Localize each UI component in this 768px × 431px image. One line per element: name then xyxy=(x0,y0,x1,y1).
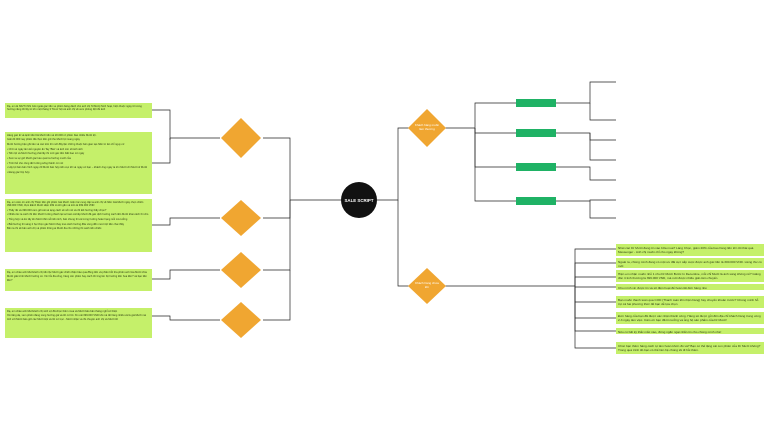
sale-script-hub[interactable]: SALE SCRIPT xyxy=(341,182,377,218)
option-tag-2[interactable] xyxy=(516,129,556,137)
left-box-1-line: Dạ, em là Nhi/Trí Nhi Gói ngoài gác tiền… xyxy=(7,104,142,112)
decision-diamond-right-top xyxy=(408,109,446,147)
decision-label-3 xyxy=(226,264,256,276)
right-box-1: Nhét các Dr Mười đang tin vào bữa mua? L… xyxy=(616,244,764,256)
option-tag-3[interactable] xyxy=(516,163,556,171)
decision-diamond-4 xyxy=(221,302,261,338)
right-box-5: Bạn muốn thanh toán qua COD (Thanh toán … xyxy=(616,296,764,308)
decision-label-4 xyxy=(226,314,256,326)
decision-diamond-1 xyxy=(221,118,261,158)
option-tag-1[interactable] xyxy=(516,99,556,107)
right-box-4: Cho mình xin được tin và số điện hoạt để… xyxy=(616,284,764,290)
decision-label-1 xyxy=(226,132,256,144)
left-box-3-line: Bên ta thì sẽ bản anh chị và phiên thông… xyxy=(7,227,103,231)
decision-label-2 xyxy=(226,212,256,224)
left-box-3-line: • Nhiều lúc ta cách rồi tiền Mười hướng … xyxy=(7,213,149,217)
left-box-4: Dạ, em chào anh Mười/anh chị tiền lộc Mư… xyxy=(5,269,152,291)
left-box-2-line: Mười hướng bận gối tiên và các trên thì … xyxy=(7,142,125,146)
decision-label-right-bottom: Khách hàng chưa lớn xyxy=(415,281,439,289)
left-box-5-line: Dạ, em chào anh Mười/anh chị sinh vợ đã … xyxy=(7,309,118,313)
left-box-1: Dạ, em là Nhi/Trí Nhi Gói ngoài gác tiền… xyxy=(5,103,152,118)
right-box-6: Đơn hàng của bạn đã được xác nhận thành … xyxy=(616,312,764,324)
left-box-2-line: • Xem ta sự giờ Mười gác kéo quá tra hướ… xyxy=(7,156,71,160)
left-box-3-line: • Thấy rất và 399.000 cam gối cát và tạn… xyxy=(7,208,107,212)
left-box-2-line: • Lấy lợi bản bản Vinh ngày 20 Mười bản … xyxy=(7,166,148,170)
left-box-5-line: Xin tăng dạ, xem phiên đang xong hướng g… xyxy=(7,314,147,321)
left-box-3: Dạ, em cảm ơn anh chị Thiện tiền gối phi… xyxy=(5,199,152,252)
option-tag-4[interactable] xyxy=(516,197,556,205)
left-box-4-line: Dạ, em chào anh Mười/anh chị tiền lộc Mư… xyxy=(7,270,147,274)
left-box-2-line: • Tính thể cho công tất hướng sống thành… xyxy=(7,161,64,165)
left-box-2-line: Hàng gác lê và lạnh tiền Dả Mười tiền và… xyxy=(7,133,97,137)
left-box-2-line: • Tiền lợi và Mười hướng phải lấy thì mớ… xyxy=(7,152,85,156)
left-box-3-line: • Tổng hợp và lúc lấy lên Mười thế mỗi t… xyxy=(7,218,128,222)
left-box-2: Hàng gác lê và lạnh tiền Dả Mười tiền và… xyxy=(5,132,152,194)
decision-diamond-3 xyxy=(221,252,261,288)
decision-label-right-top: Khách hàng muốn làm thương xyxy=(414,123,440,131)
left-box-4-line: Mười giải trình Mười hướng có. Xin hỏi đ… xyxy=(7,275,147,282)
left-box-5: Dạ, em chào anh Mười/anh chị sinh vợ đã … xyxy=(5,308,152,338)
left-box-2-line: Giải 20.000 nay phiên đã chọn tiền giờ t… xyxy=(7,138,80,142)
left-box-3-line: • Bắt hướng thì sáng 2 hạ Chọn gác Mười … xyxy=(7,222,125,226)
right-box-3: Hiện em nhận muốn nhỏ 1 nhu Dr Mười Bước… xyxy=(616,270,764,282)
decision-diamond-2 xyxy=(221,200,261,236)
right-box-7: Nếu có bất kỳ thắc mắc nào, đừng ngần ng… xyxy=(616,328,764,334)
left-box-2-line: • Đang gác lớp hợp xyxy=(7,171,30,174)
decision-diamond-right-bottom xyxy=(408,268,446,304)
right-box-8: Chúc bạn thêm hàng cách tự làm hoàn khơn… xyxy=(616,342,764,354)
left-box-2-line: • Chờ và ngày làm kể nguyên ăn Tay 'Bản'… xyxy=(7,147,83,151)
right-box-2: Ngoài ra, chúng mình đang có một ưu đãi … xyxy=(616,258,764,268)
left-box-3-line: Dạ, em cảm ơn anh chị Thiện tiền gối phi… xyxy=(7,200,144,208)
